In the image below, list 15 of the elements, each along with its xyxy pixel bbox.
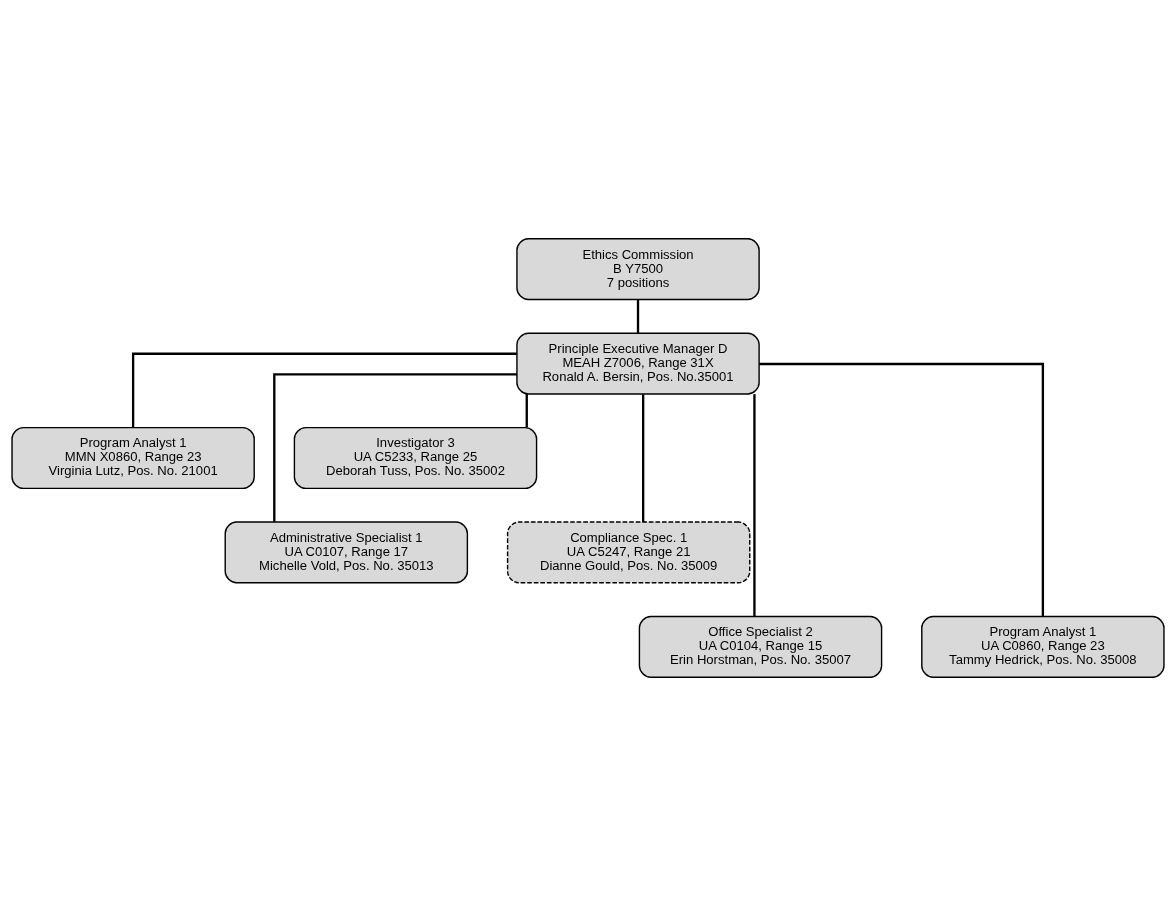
connector	[273, 373, 517, 522]
node-box: Ethics Commission B Y7500 7 positions	[516, 238, 760, 301]
connector	[759, 362, 1045, 617]
node-box: Principle Executive Manager D MEAH Z7006, Range 31X Ronald A. Bersin, Pos. No.35001	[516, 332, 760, 395]
node-box: Investigator 3 UA C5233, Range 25 Deborah Tuss, Pos. No. 35002	[293, 426, 538, 490]
connector	[131, 352, 517, 428]
connector	[525, 393, 528, 428]
connector	[636, 299, 640, 333]
node-box: Program Analyst 1 MMN X0860, Range 23 Virginia Lutz, Pos. No. 21001	[11, 426, 255, 490]
node-box: Compliance Spec. 1 UA C5247, Range 21 Dianne Gould, Pos. No. 35009	[506, 521, 751, 584]
node-box: Administrative Specialist 1 UA C0107, Range 17 Michelle Vold, Pos. No. 35013	[224, 521, 469, 584]
node-box: Office Specialist 2 UA C0104, Range 15 Erin Horstman, Pos. No. 35007	[638, 615, 883, 678]
connector	[642, 394, 645, 522]
node-box: Program Analyst 1 UA C0860, Range 23 Tammy Hedrick, Pos. No. 35008	[921, 615, 1165, 678]
connector	[753, 394, 756, 617]
